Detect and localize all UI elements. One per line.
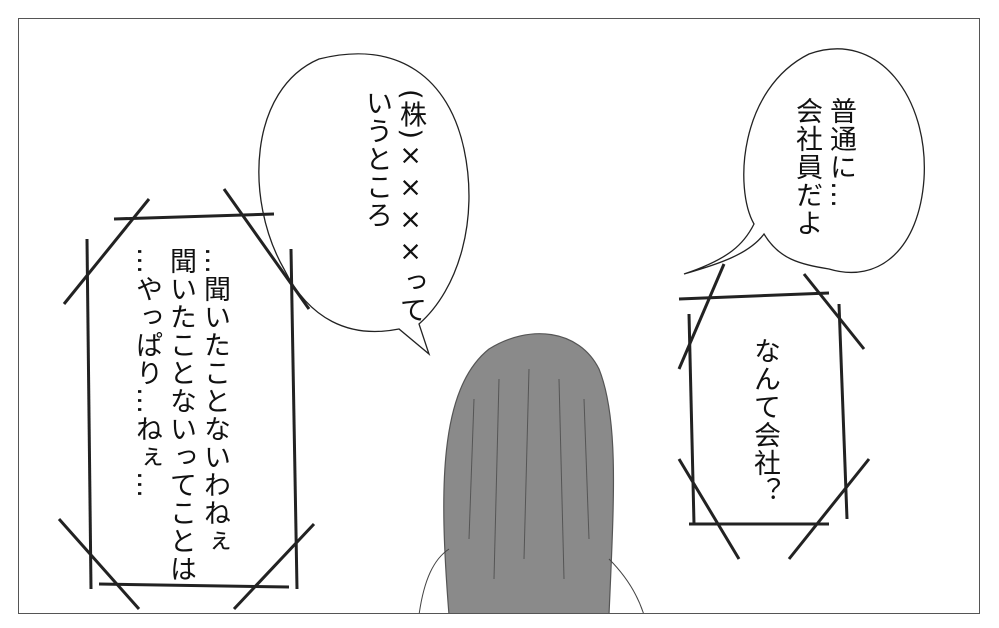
speech-line: (株)××××って (395, 89, 426, 325)
speech-bubble-middle (258, 53, 470, 356)
box-right-lines (677, 263, 871, 560)
speech-line: いうところ (361, 89, 392, 229)
manga-panel: (株)××××って いうところ 普通に… 会社員だよ なんて会社？ …聞いたこと… (18, 18, 980, 614)
girl-figure (418, 333, 644, 613)
speech-middle-text: (株)××××って いうところ (359, 89, 427, 324)
speech-line: 会社員だよ (791, 97, 822, 237)
speech-right-text: 普通に… 会社員だよ (789, 97, 857, 237)
thought-line: なんて会社？ (749, 337, 780, 505)
panel-artwork (57, 48, 925, 613)
thought-line: …聞いたことないわねぇ (199, 247, 230, 555)
thought-line: 聞いたことないってことは (165, 247, 196, 583)
speech-line: 普通に… (825, 97, 856, 209)
thought-line: …やっぱり…ねぇ… (131, 247, 162, 499)
box-right-text: なんて会社？ (747, 337, 781, 505)
box-left-text: …聞いたことないわねぇ 聞いたことないってことは …やっぱり…ねぇ… (129, 247, 231, 583)
box-left-lines (57, 188, 316, 611)
speech-bubble-right (683, 48, 925, 275)
